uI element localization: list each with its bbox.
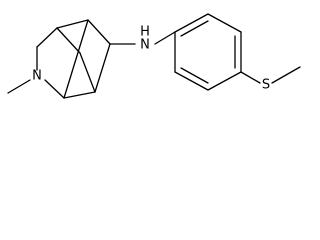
bond-c6-n [44,79,65,99]
bond-c4-c5 [94,43,111,93]
atom-sulfur: S [262,78,270,93]
bicyclic-core [7,19,111,99]
ring-bond-1 [174,13,209,33]
ring-bond-2 [207,13,242,33]
atom-n-bridge: N [32,69,42,84]
bond-n-methyl [7,79,31,94]
atom-amine-n: N [140,38,150,53]
bond-bridge-1 [56,27,81,54]
bond-c5-c6 [63,91,96,99]
bond-bridge-2 [79,52,96,93]
ring-bond-4 [207,71,242,91]
bond-aryl-s [240,71,261,84]
ring-double-1 [180,20,209,37]
bond-c2-c3 [56,19,89,29]
bond-bridge-3 [63,19,89,99]
bond-c1-c2 [36,27,58,48]
benzene-ring [174,13,242,91]
ring-double-3 [180,67,209,84]
bond-nh-aryl [154,31,176,45]
molecule-diagram: N H N S [7,13,301,99]
bond-s-methyl [271,66,301,84]
atom-amine-h: H [140,25,150,40]
ring-bond-5 [174,71,209,91]
bond-c3-c4 [87,19,111,45]
